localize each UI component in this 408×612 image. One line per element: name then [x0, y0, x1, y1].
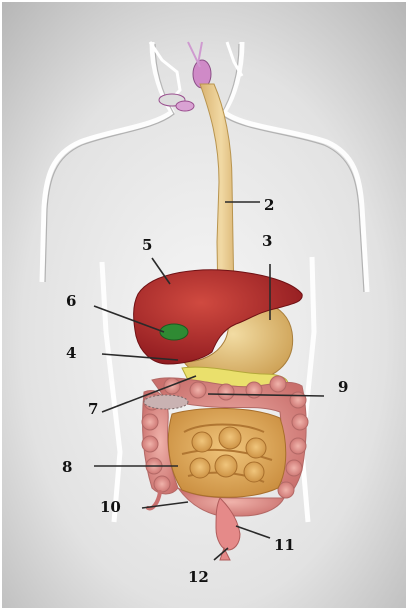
label-3: 3	[262, 232, 272, 250]
label-4: 4	[66, 344, 76, 362]
label-9: 9	[338, 378, 348, 396]
label-7: 7	[88, 400, 98, 418]
gallbladder	[160, 324, 188, 340]
label-6: 6	[66, 292, 76, 310]
label-10: 10	[100, 498, 121, 516]
label-12: 12	[188, 568, 209, 586]
label-5: 5	[142, 236, 152, 254]
label-8: 8	[62, 458, 72, 476]
pancreas-detail	[144, 395, 188, 409]
label-2: 2	[264, 196, 274, 214]
label-11: 11	[274, 536, 295, 554]
small-intestine	[168, 408, 285, 497]
